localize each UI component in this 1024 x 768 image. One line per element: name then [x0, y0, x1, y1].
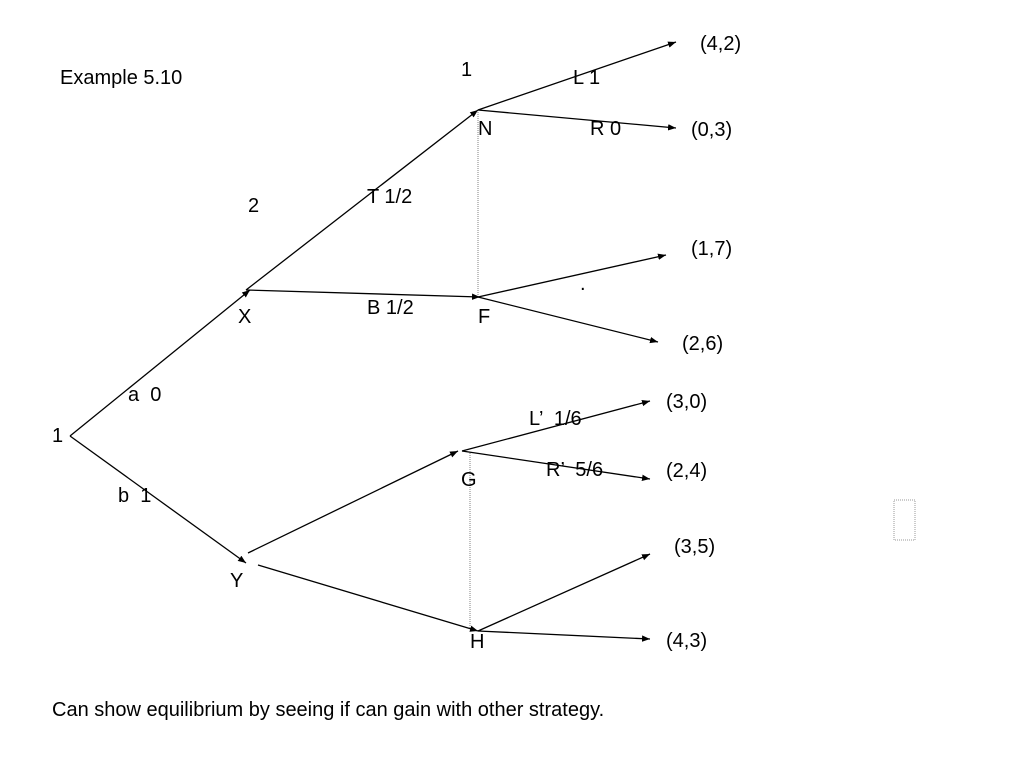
edge-f-up [477, 253, 667, 298]
edge-l [477, 41, 677, 111]
action-label-l: L 1 [573, 67, 600, 89]
payoff-h-down: (4,3) [666, 630, 707, 652]
slide-title: Example 5.10 [60, 67, 182, 89]
player-label-n-f: 1 [461, 59, 472, 81]
node-label-h: H [470, 631, 484, 653]
payoff-h-up: (3,5) [674, 536, 715, 558]
node-label-x: X [238, 306, 251, 328]
edge-y-to-g [247, 450, 459, 554]
slide-footer-text: Can show equilibrium by seeing if can ga… [52, 699, 604, 721]
stray-dot-mark: . [580, 273, 586, 295]
action-label-a: a 0 [128, 384, 161, 406]
action-label-r-prime: R’ 5/6 [546, 459, 603, 481]
placeholder-glyph-box [893, 499, 916, 541]
edge-b-half [245, 289, 481, 300]
player-label-x-y: 2 [248, 195, 259, 217]
node-label-n: N [478, 118, 492, 140]
node-label-g: G [461, 469, 477, 491]
action-label-b-half: B 1/2 [367, 297, 414, 319]
payoff-f-up: (1,7) [691, 238, 732, 260]
edge-f-down [477, 296, 659, 344]
action-label-b: b 1 [118, 485, 151, 507]
payoff-n-r: (0,3) [691, 119, 732, 141]
edge-h-up [477, 553, 651, 632]
node-label-y: Y [230, 570, 243, 592]
payoff-f-down: (2,6) [682, 333, 723, 355]
player-label-root: 1 [52, 425, 63, 447]
edge-l-prime [461, 399, 651, 452]
action-label-t: T 1/2 [367, 186, 412, 208]
action-label-r: R 0 [590, 118, 621, 140]
payoff-g-l: (3,0) [666, 391, 707, 413]
edge-r-prime [461, 450, 651, 481]
edge-y-to-h [257, 564, 479, 632]
edge-t [245, 109, 479, 291]
edge-r [477, 109, 677, 131]
edge-h-down [477, 630, 651, 642]
payoff-n-l: (4,2) [700, 33, 741, 55]
edge-b [69, 435, 247, 564]
payoff-g-r: (2,4) [666, 460, 707, 482]
edge-a [69, 289, 251, 437]
node-label-f: F [478, 306, 490, 328]
action-label-l-prime: L’ 1/6 [529, 408, 582, 430]
